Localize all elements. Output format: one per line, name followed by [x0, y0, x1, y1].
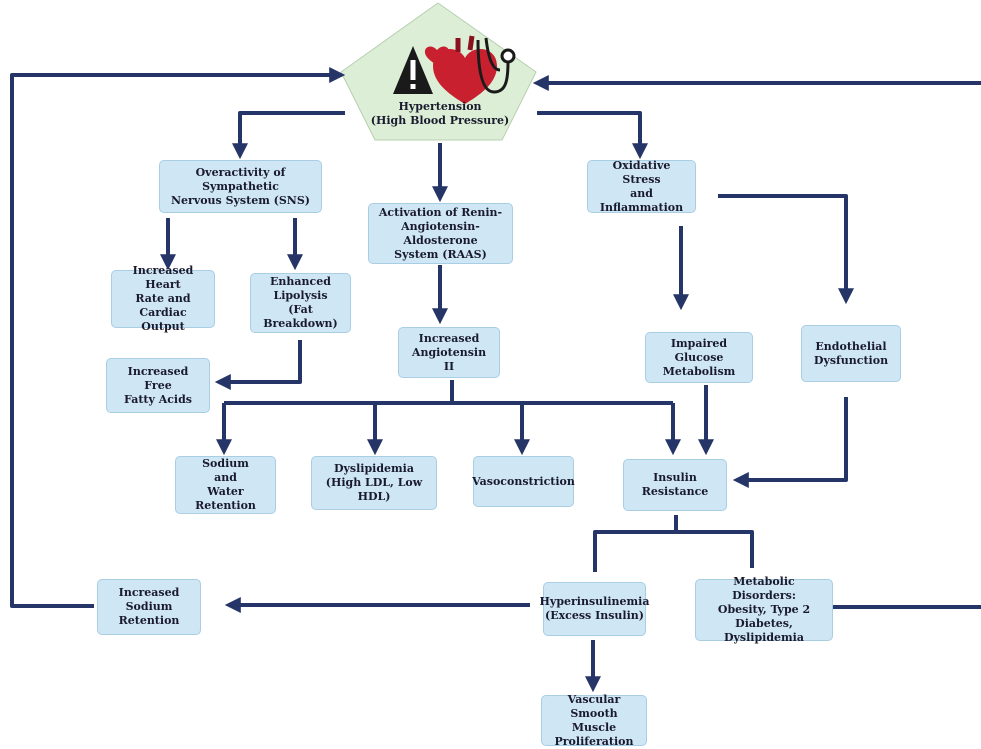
node-oxidative: Oxidative Stress and Inflammation — [587, 159, 696, 214]
node-sns: Overactivity of Sympathetic Nervous Syst… — [159, 160, 322, 213]
arrow-lipolysis-to-ffa — [214, 340, 302, 390]
node-vascular: Vascular Smooth Muscle Proliferation — [541, 693, 647, 748]
node-endothelial: Endothelial Dysfunction — [801, 325, 901, 382]
node-ffa: Increased Free Fatty Acids — [106, 358, 210, 413]
node-dyslipidemia: Dyslipidemia (High LDL, Low HDL) — [311, 456, 437, 510]
node-hyperinsulinemia: Hyperinsulinemia (Excess Insulin) — [540, 582, 649, 636]
warning-triangle-icon — [393, 46, 433, 94]
node-vasoconstriction: Vasoconstriction — [472, 456, 575, 507]
arrow-hypertension-to-sns — [232, 111, 345, 160]
node-sodium-water: Sodium and Water Retention — [175, 456, 276, 514]
node-glucose: Impaired Glucose Metabolism — [645, 332, 753, 383]
feedback-loop-right — [540, 83, 981, 609]
stethoscope-icon — [476, 37, 516, 94]
arrow-hypertension-to-oxidative — [537, 111, 648, 160]
heart-icon — [424, 35, 497, 104]
arrow-endothelial-to-insulin — [732, 397, 848, 488]
node-angiotensin: Increased Angiotensin II — [398, 327, 500, 378]
node-sodium-retention: Increased Sodium Retention — [97, 579, 201, 635]
node-metabolic: Metabolic Disorders: Obesity, Type 2 Dia… — [695, 575, 833, 644]
hypertension-label: Hypertension (High Blood Pressure) — [370, 100, 510, 127]
node-raas: Activation of Renin- Angiotensin-Aldoste… — [368, 203, 513, 264]
arrows — [10, 67, 981, 693]
node-lipolysis: Enhanced Lipolysis (Fat Breakdown) — [250, 273, 351, 333]
feedback-loop-left — [10, 67, 346, 608]
arrow-oxidative-to-endothelial — [718, 194, 854, 305]
arrow-insulin-branches — [593, 515, 678, 572]
node-heart-rate: Increased Heart Rate and Cardiac Output — [111, 264, 215, 333]
node-insulin-resistance: Insulin Resistance — [623, 459, 727, 511]
